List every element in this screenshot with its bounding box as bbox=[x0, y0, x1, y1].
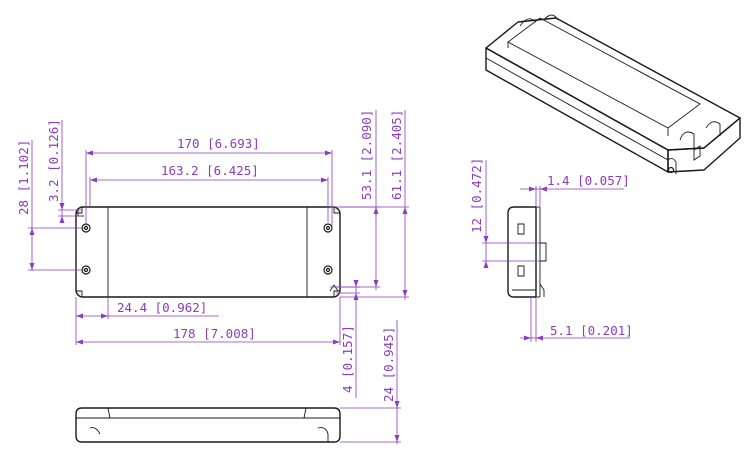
top-view-outline bbox=[75, 206, 341, 298]
dim-slot-width-label: 12 [0.472] bbox=[469, 158, 484, 233]
notch-top-right bbox=[333, 207, 340, 214]
end-view-tab bbox=[540, 242, 547, 262]
dim-clip-thickness: 1.4 [0.057] bbox=[520, 173, 630, 206]
isometric-view bbox=[485, 14, 741, 174]
iso-notch-front-1 bbox=[679, 131, 695, 148]
dim-total-length-label: 178 [7.008] bbox=[173, 326, 256, 341]
iso-front-face bbox=[485, 47, 669, 173]
dim-inner-width: 53.1 [2.090] bbox=[330, 110, 380, 290]
mount-hole-br bbox=[323, 265, 333, 275]
side-view-clip bbox=[317, 427, 329, 442]
iso-flange-line bbox=[485, 57, 669, 161]
side-view-clip-left bbox=[89, 427, 101, 435]
dim-mount-offset: 24.4 [0.962] bbox=[75, 297, 219, 345]
dim-inner-length: 163.2 [6.425] bbox=[89, 163, 329, 222]
side-view-right-step bbox=[303, 407, 307, 419]
mount-hole-tr-inner bbox=[325, 225, 331, 231]
dim-offset-label: 4 [0.157] bbox=[340, 325, 355, 393]
mount-hole-tl-inner bbox=[83, 225, 89, 231]
dim-overall-width-left: 28 [1.102] bbox=[16, 140, 84, 271]
slot-mark-br bbox=[329, 284, 339, 292]
end-view-foot bbox=[539, 283, 545, 297]
end-view-slot-bottom bbox=[517, 265, 525, 277]
dim-flange-depth: 5.1 [0.201] bbox=[520, 297, 633, 342]
iso-end-clip bbox=[667, 157, 677, 174]
dim-flange-depth-label: 5.1 [0.201] bbox=[550, 323, 633, 338]
notch-bottom-left bbox=[76, 290, 83, 297]
end-view-outline bbox=[507, 206, 537, 298]
dim-total-length: 178 [7.008] bbox=[76, 297, 341, 345]
iso-raised-block bbox=[507, 17, 701, 129]
side-view-outline bbox=[75, 407, 341, 443]
iso-notch-back-1 bbox=[519, 18, 537, 27]
dim-inner-width-label: 53.1 [2.090] bbox=[359, 110, 374, 200]
side-view bbox=[75, 407, 341, 443]
side-view-left-step bbox=[107, 407, 111, 419]
iso-end-hole bbox=[667, 166, 675, 174]
end-view-slot-top bbox=[517, 223, 525, 235]
dim-height: 24 [0.945] bbox=[340, 320, 401, 444]
iso-notch-back-2 bbox=[543, 14, 559, 21]
dim-height-label: 24 [0.945] bbox=[381, 327, 396, 402]
iso-top-face bbox=[485, 17, 741, 151]
dim-overall-width-label: 61.1 [2.405] bbox=[389, 110, 404, 200]
dim-hole-diameter-label: 3.2 [0.126] bbox=[46, 119, 61, 202]
mount-hole-bl-inner bbox=[83, 267, 89, 273]
top-view bbox=[75, 206, 341, 298]
iso-notch-front-2 bbox=[705, 121, 721, 136]
dim-overall-width: 61.1 [2.405] bbox=[340, 110, 409, 300]
dim-overall-length: 170 [6.693] bbox=[85, 136, 333, 226]
dim-mount-offset-label: 24.4 [0.962] bbox=[117, 300, 207, 315]
dim-slot-width: 12 [0.472] bbox=[469, 158, 540, 268]
dim-hole-diameter: 3.2 [0.126] bbox=[46, 119, 82, 223]
dim-inner-length-label: 163.2 [6.425] bbox=[161, 163, 259, 178]
mount-hole-tr bbox=[323, 223, 333, 233]
mount-hole-br-inner bbox=[325, 267, 331, 273]
dim-offset: 4 [0.157] bbox=[336, 280, 360, 398]
iso-end-connector bbox=[693, 145, 701, 161]
end-view bbox=[507, 206, 547, 298]
dim-clip-thickness-label: 1.4 [0.057] bbox=[547, 173, 630, 188]
iso-end-face bbox=[667, 117, 741, 173]
dim-overall-length-label: 170 [6.693] bbox=[177, 136, 260, 151]
dim-overall-width-left-label: 28 [1.102] bbox=[16, 140, 31, 215]
